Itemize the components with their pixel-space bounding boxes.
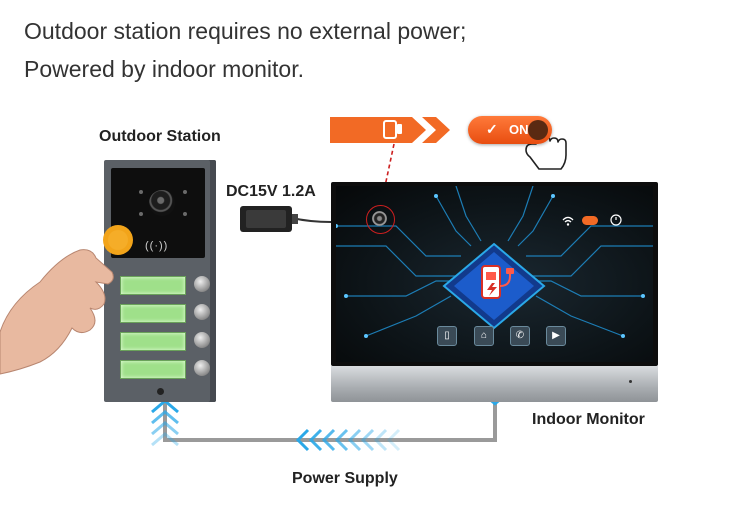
power-icon[interactable] <box>610 214 622 228</box>
headline-line-1: Outdoor station requires no external pow… <box>24 18 467 44</box>
outdoor-station-label: Outdoor Station <box>99 128 221 145</box>
adapter-label: DC15V 1.2A <box>226 183 316 200</box>
call-button-1[interactable] <box>194 276 210 292</box>
ir-led <box>183 212 187 216</box>
name-plate-2 <box>120 304 186 323</box>
name-plate-4 <box>120 360 186 379</box>
toggle-icon[interactable] <box>582 216 598 225</box>
ir-led <box>139 190 143 194</box>
ir-led <box>139 212 143 216</box>
play-icon[interactable]: ▶ <box>546 326 566 346</box>
check-icon: ✓ <box>486 121 498 137</box>
indoor-monitor-label: Indoor Monitor <box>532 411 645 428</box>
home-button-icon[interactable] <box>372 211 387 226</box>
hand-icon <box>0 249 114 375</box>
highlight-ring <box>366 205 395 234</box>
outdoor-station-panel: ((·)) <box>104 160 216 402</box>
circuit-graphic <box>336 186 653 338</box>
power-adapter-icon <box>240 206 298 232</box>
ir-led <box>183 190 187 194</box>
power-wire <box>163 402 497 442</box>
monitor-bezel <box>331 366 658 402</box>
microphone-icon <box>629 380 632 383</box>
screw-icon <box>157 388 164 395</box>
rfid-icon: ((·)) <box>145 240 169 252</box>
wifi-icon <box>562 216 574 228</box>
on-button[interactable]: ✓ ON <box>468 116 552 144</box>
orange-banner-arrow-icon <box>330 117 450 143</box>
name-plate-3 <box>120 332 186 351</box>
power-supply-label: Power Supply <box>292 470 398 487</box>
headline-line-2: Powered by indoor monitor. <box>24 56 304 82</box>
power-arrows-left <box>295 428 401 452</box>
camera-icon[interactable]: ⌂ <box>474 326 494 346</box>
hand-with-rfid-tag <box>0 225 133 375</box>
name-plate-1 <box>120 276 186 295</box>
camera-lens-icon <box>149 190 175 216</box>
call-button-4[interactable] <box>194 360 210 376</box>
call-button-2[interactable] <box>194 304 210 320</box>
indoor-monitor: ▯ ⌂ ✆ ▶ <box>331 182 658 402</box>
power-station-icon <box>481 265 514 299</box>
on-button-label: ON <box>509 122 529 137</box>
doorbell-icon[interactable]: ▯ <box>437 326 457 346</box>
toggle-knob <box>528 120 548 140</box>
phone-icon[interactable]: ✆ <box>510 326 530 346</box>
call-button-3[interactable] <box>194 332 210 348</box>
